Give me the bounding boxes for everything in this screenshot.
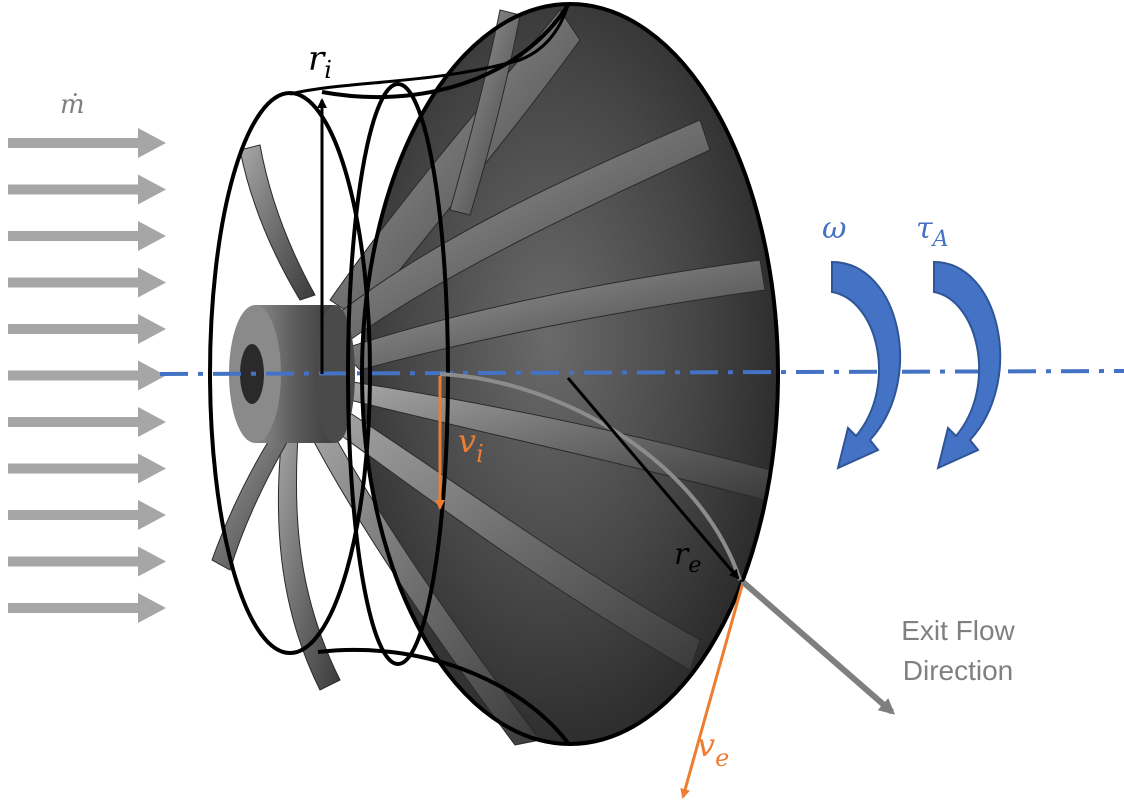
inlet-velocity-label: vi <box>458 422 484 468</box>
inlet-flow-arrow <box>8 453 166 484</box>
inlet-flow-arrows <box>8 128 166 623</box>
exit-ellipse <box>360 2 780 746</box>
shroud-curve-bottom <box>317 647 570 745</box>
inlet-flow-arrow <box>8 174 166 205</box>
rotation-arrows <box>831 260 1002 470</box>
exit-radius-label: re <box>674 537 701 578</box>
exit-velocity-arrow <box>680 581 745 799</box>
exit-flow-label-line1: Exit Flow <box>901 615 1015 646</box>
impeller-blades <box>211 9 771 746</box>
exit-velocity-label: ve <box>697 726 729 772</box>
exit-flow-label-line2: Direction <box>903 655 1013 686</box>
impeller-body <box>211 4 778 746</box>
torque-arrow <box>933 260 1002 470</box>
inlet-flow-arrow <box>8 314 166 344</box>
shroud-curve-top <box>321 3 570 100</box>
exit-radius-arrow <box>566 377 740 580</box>
inlet-flow-arrow <box>8 500 166 530</box>
angular-velocity-arrow <box>831 260 901 470</box>
angular-velocity-label: ω <box>822 211 846 246</box>
inlet-flow-arrow <box>8 360 166 391</box>
inlet-radius-label: ri <box>308 39 332 84</box>
inlet-flow-arrow <box>8 221 166 251</box>
torque-label: τA <box>916 211 949 252</box>
inlet-flow-arrow <box>8 407 166 437</box>
inlet-flow-arrow <box>8 546 166 577</box>
mass-flow-label: ṁ <box>60 90 85 120</box>
inlet-flow-arrow <box>8 128 166 158</box>
meridional-curve <box>439 372 742 581</box>
shroud-edge-top <box>289 4 570 96</box>
exit-flow-direction-arrow <box>741 579 896 715</box>
inlet-flow-arrow <box>8 267 166 298</box>
inlet-flow-arrow <box>8 593 166 623</box>
